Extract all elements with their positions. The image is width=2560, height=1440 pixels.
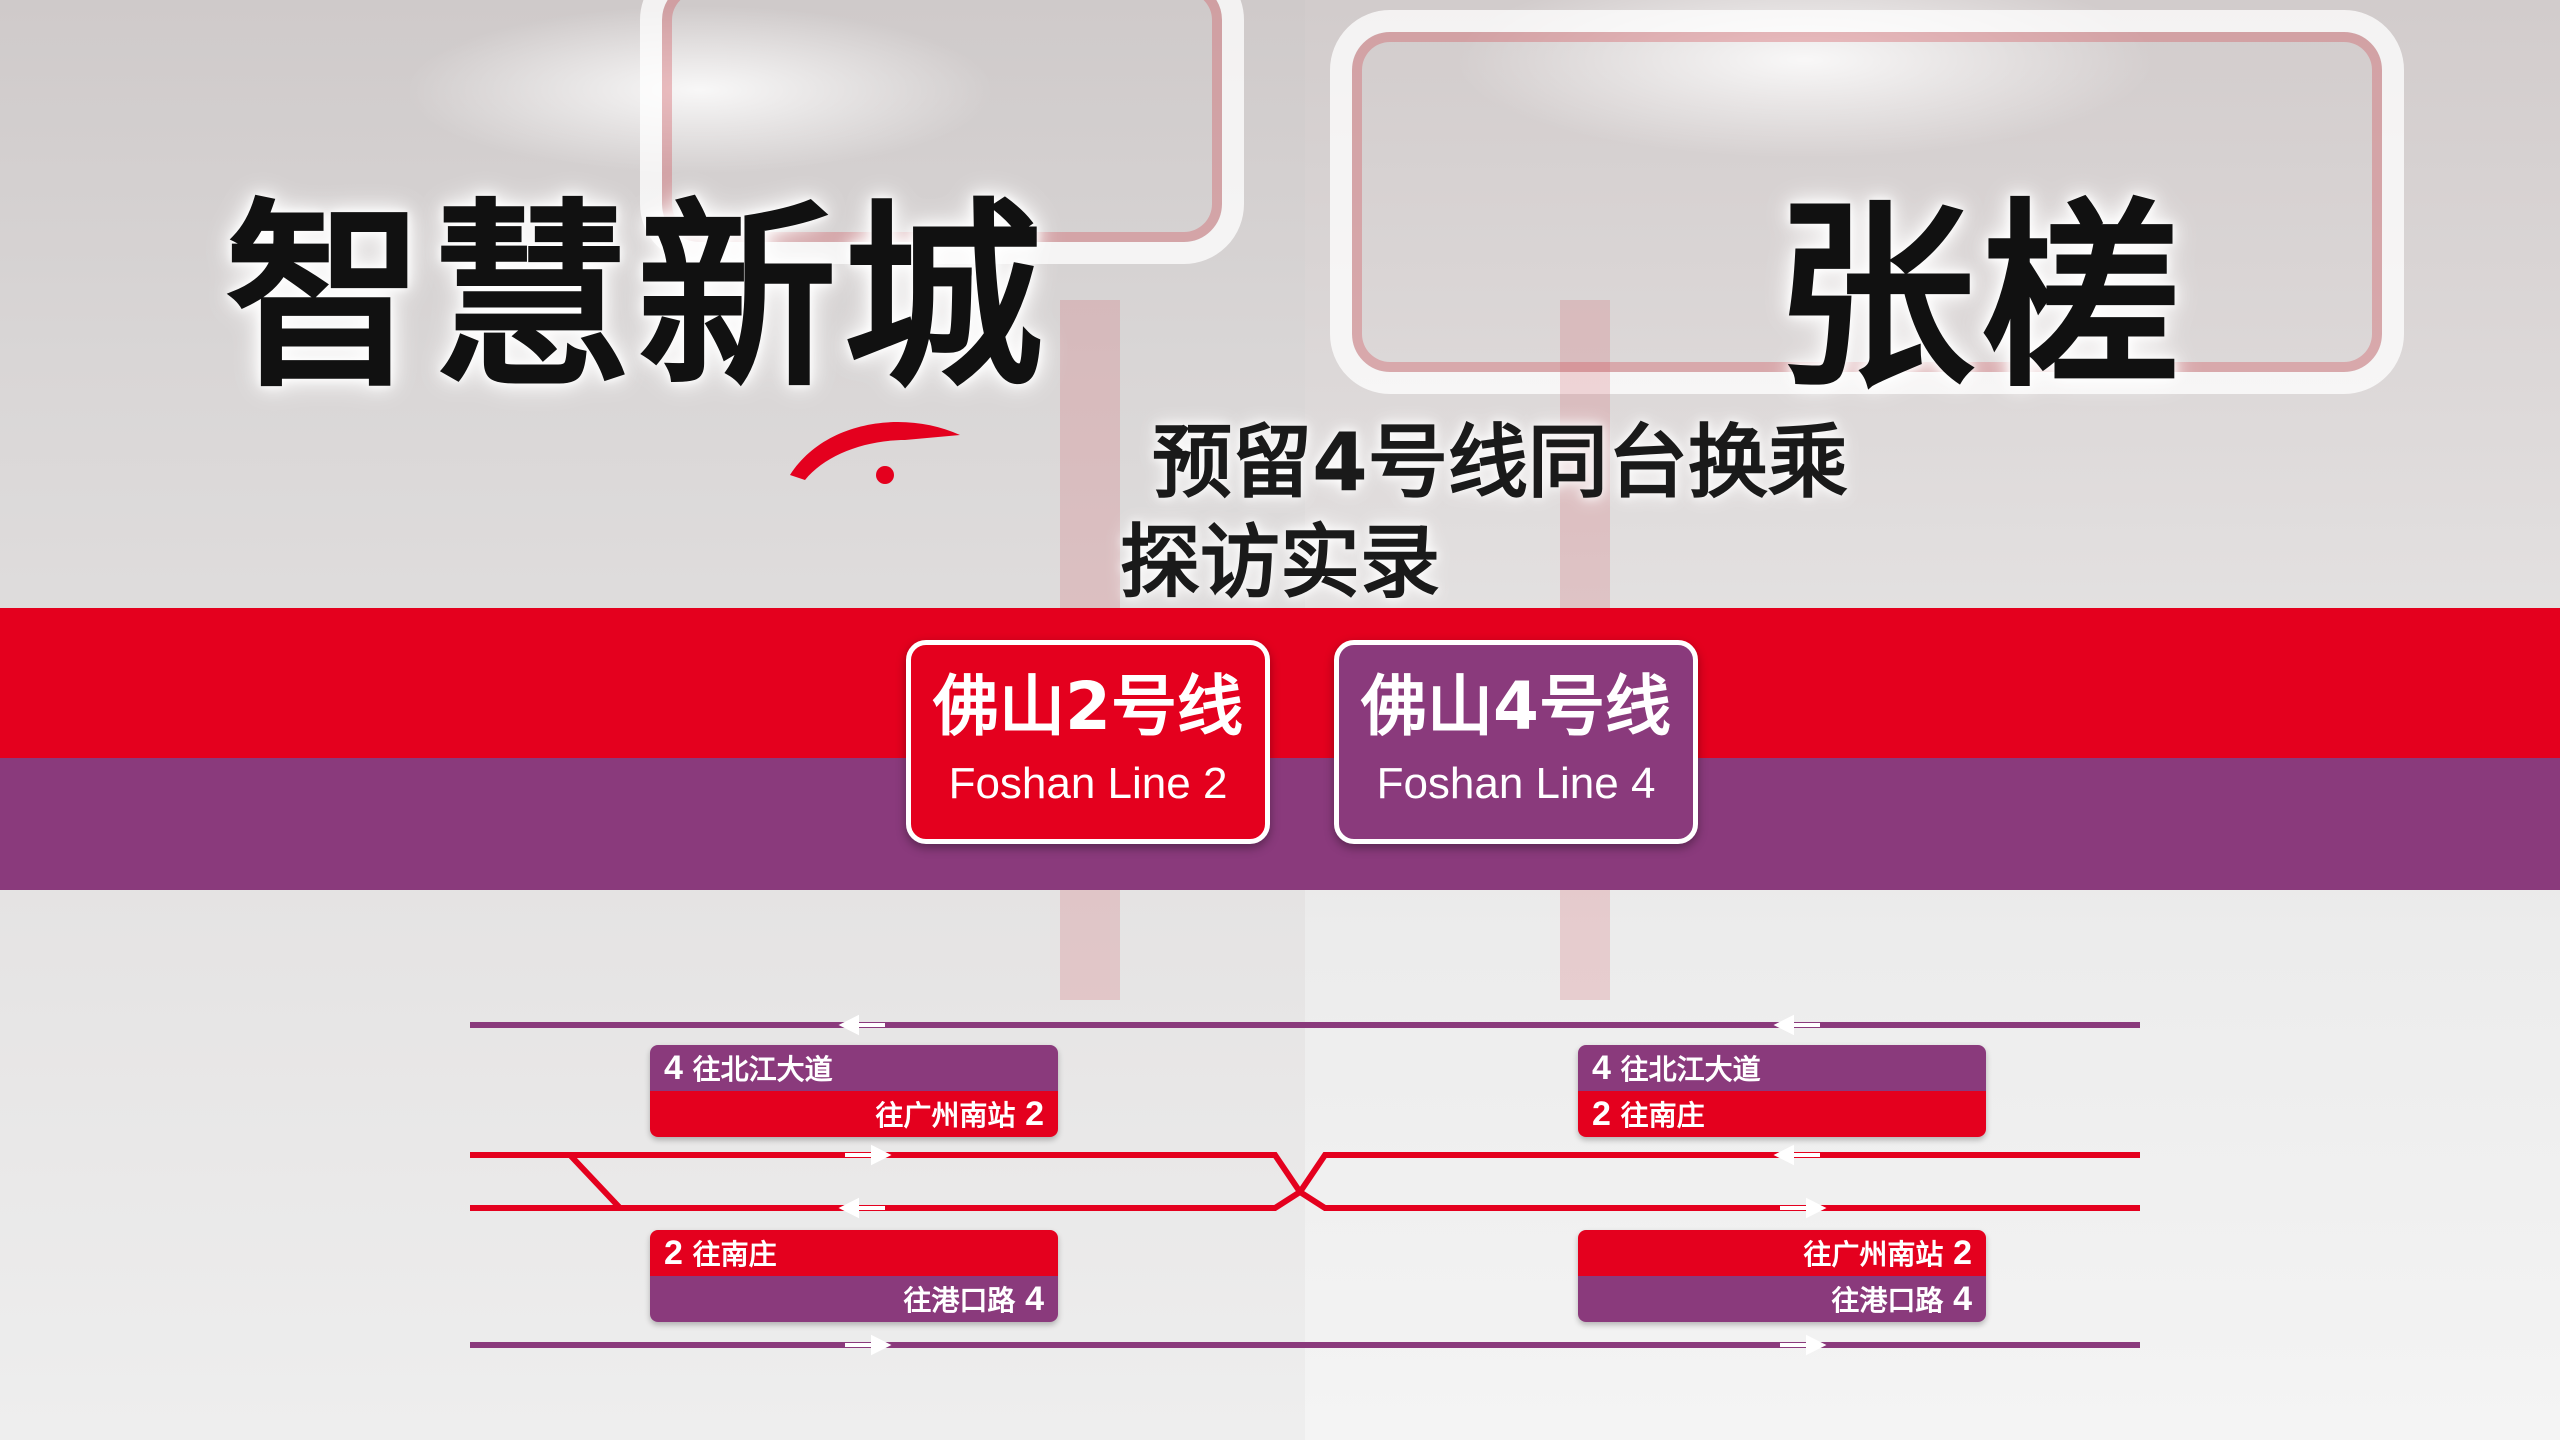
line-badge-zh: 佛山2号线 [933, 668, 1243, 745]
station-name-left: 智慧新城 [225, 180, 1050, 415]
line-number: 2 [1025, 1095, 1044, 1133]
line-number: 4 [1025, 1280, 1044, 1318]
line-number: 2 [1953, 1234, 1972, 1272]
platform-left-upper: 4 往北江大道 往广州南站 2 [650, 1045, 1058, 1137]
station-name-right: 张槎 [1775, 180, 2188, 415]
arrow-left-icon [838, 1014, 885, 1036]
platform-direction-row: 往港口路 4 [650, 1276, 1058, 1322]
arrow-right-icon [1780, 1334, 1827, 1356]
arrow-right-icon [845, 1334, 892, 1356]
track-left-switch [567, 1152, 623, 1211]
line-badge-en: Foshan Line 2 [948, 759, 1228, 808]
platform-direction-row: 往广州南站 2 [650, 1091, 1058, 1137]
platform-direction-row: 4 往北江大道 [1578, 1045, 1986, 1091]
headline-line1: 预留4号线同台换乘 [1152, 416, 1848, 509]
direction-text: 往北江大道 [692, 1053, 833, 1086]
arrow-right-icon [1780, 1197, 1827, 1219]
direction-text: 往广州南站 [875, 1099, 1016, 1132]
platform-right-upper: 4 往北江大道 2 往南庄 [1578, 1045, 1986, 1137]
platform-direction-row: 往广州南站 2 [1578, 1230, 1986, 1276]
headline-line2: 探访实录 [1120, 516, 1440, 609]
track-line2-upper [470, 1152, 1303, 1194]
platform-direction-row: 往港口路 4 [1578, 1276, 1986, 1322]
line-number: 4 [1592, 1049, 1611, 1087]
line-badge-foshan-4: 佛山4号线 Foshan Line 4 [1334, 640, 1698, 844]
direction-text: 往广州南站 [1803, 1238, 1944, 1271]
platform-left-lower: 2 往南庄 往港口路 4 [650, 1230, 1058, 1322]
platform-direction-row: 2 往南庄 [1578, 1091, 1986, 1137]
direction-text: 往南庄 [1620, 1099, 1705, 1132]
platform-direction-row: 2 往南庄 [650, 1230, 1058, 1276]
arrow-left-icon [1773, 1144, 1820, 1166]
arrow-right-icon [845, 1144, 892, 1166]
line-badge-en: Foshan Line 4 [1376, 759, 1656, 808]
platform-direction-row: 4 往北江大道 [650, 1045, 1058, 1091]
line4-color-band [0, 758, 2560, 890]
track-line2-lower [470, 1189, 1302, 1211]
line-number: 4 [1953, 1280, 1972, 1318]
ceiling-beam-decor [640, 0, 1244, 264]
direction-text: 往港口路 [1831, 1284, 1944, 1317]
brand-swoosh-icon [790, 422, 960, 484]
arrow-left-icon [838, 1197, 885, 1219]
track-line2-upper-right [1297, 1152, 2140, 1194]
direction-text: 往港口路 [903, 1284, 1016, 1317]
line-badge-zh: 佛山4号线 [1361, 668, 1671, 745]
line-number: 2 [1592, 1095, 1611, 1133]
direction-text: 往南庄 [692, 1238, 777, 1271]
line-number: 4 [664, 1049, 683, 1087]
platform-right-lower: 往广州南站 2 往港口路 4 [1578, 1230, 1986, 1322]
arrow-left-icon [1773, 1014, 1820, 1036]
track-line2-lower-right [1298, 1189, 2140, 1211]
direction-text: 往北江大道 [1620, 1053, 1761, 1086]
line-number: 2 [664, 1234, 683, 1272]
ceiling-beam-decor [1330, 10, 2404, 394]
line-badge-foshan-2: 佛山2号线 Foshan Line 2 [906, 640, 1270, 844]
line2-color-band [0, 608, 2560, 758]
